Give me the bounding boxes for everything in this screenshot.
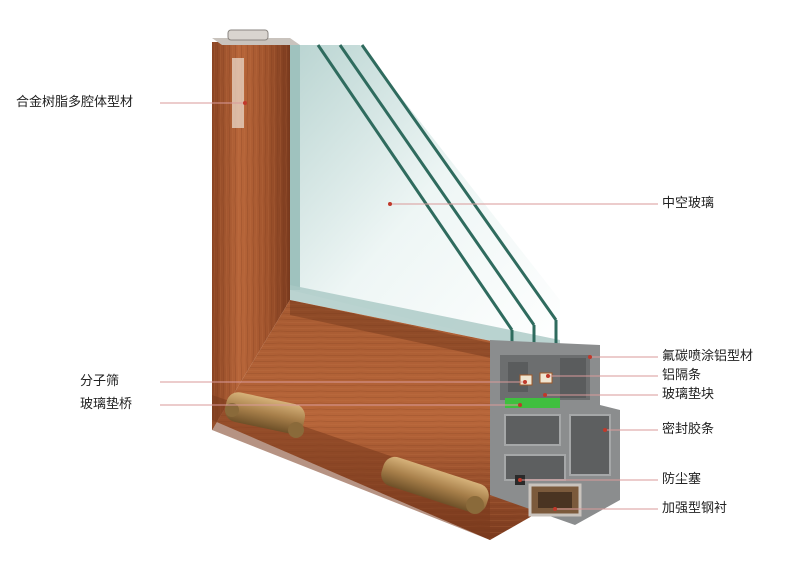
hinge-upper: [224, 392, 306, 438]
leader-insulating-glass-dot: [388, 202, 392, 206]
label-dust-plug: 防尘塞: [662, 472, 702, 487]
leader-resin-profile-dot: [243, 101, 247, 105]
profile-cross-section: [490, 340, 620, 525]
label-glass-block: 玻璃垫块: [662, 387, 715, 402]
label-steel-liner: 加强型钢衬: [662, 501, 728, 516]
label-glass-bridge: 玻璃垫桥: [80, 397, 133, 412]
hinge-lower: [381, 456, 489, 514]
frame-vertical-stile: [212, 29, 300, 430]
frame-horizontal-rail: [212, 300, 560, 540]
leader-seal-strip-dot: [603, 428, 607, 432]
label-insulating-glass: 中空玻璃: [662, 196, 715, 211]
leader-dust-plug-dot: [518, 478, 522, 482]
label-molecular-sieve: 分子筛: [80, 374, 120, 389]
label-fluorocarbon-profile: 氟碳喷涂铝型材: [662, 349, 754, 364]
leader-fluorocarbon-profile-dot: [588, 355, 592, 359]
label-resin-profile: 合金树脂多腔体型材: [16, 95, 134, 110]
leader-molecular-sieve-dot: [523, 380, 527, 384]
leader-glass-bridge-dot: [518, 403, 522, 407]
label-aluminum-spacer: 铝隔条: [662, 368, 702, 383]
leader-aluminum-spacer-dot: [546, 374, 550, 378]
leader-lines: [160, 101, 658, 511]
glass-pane: [290, 44, 560, 400]
leader-glass-block-dot: [543, 393, 547, 397]
leader-steel-liner-dot: [553, 507, 557, 511]
label-seal-strip: 密封胶条: [662, 422, 715, 437]
